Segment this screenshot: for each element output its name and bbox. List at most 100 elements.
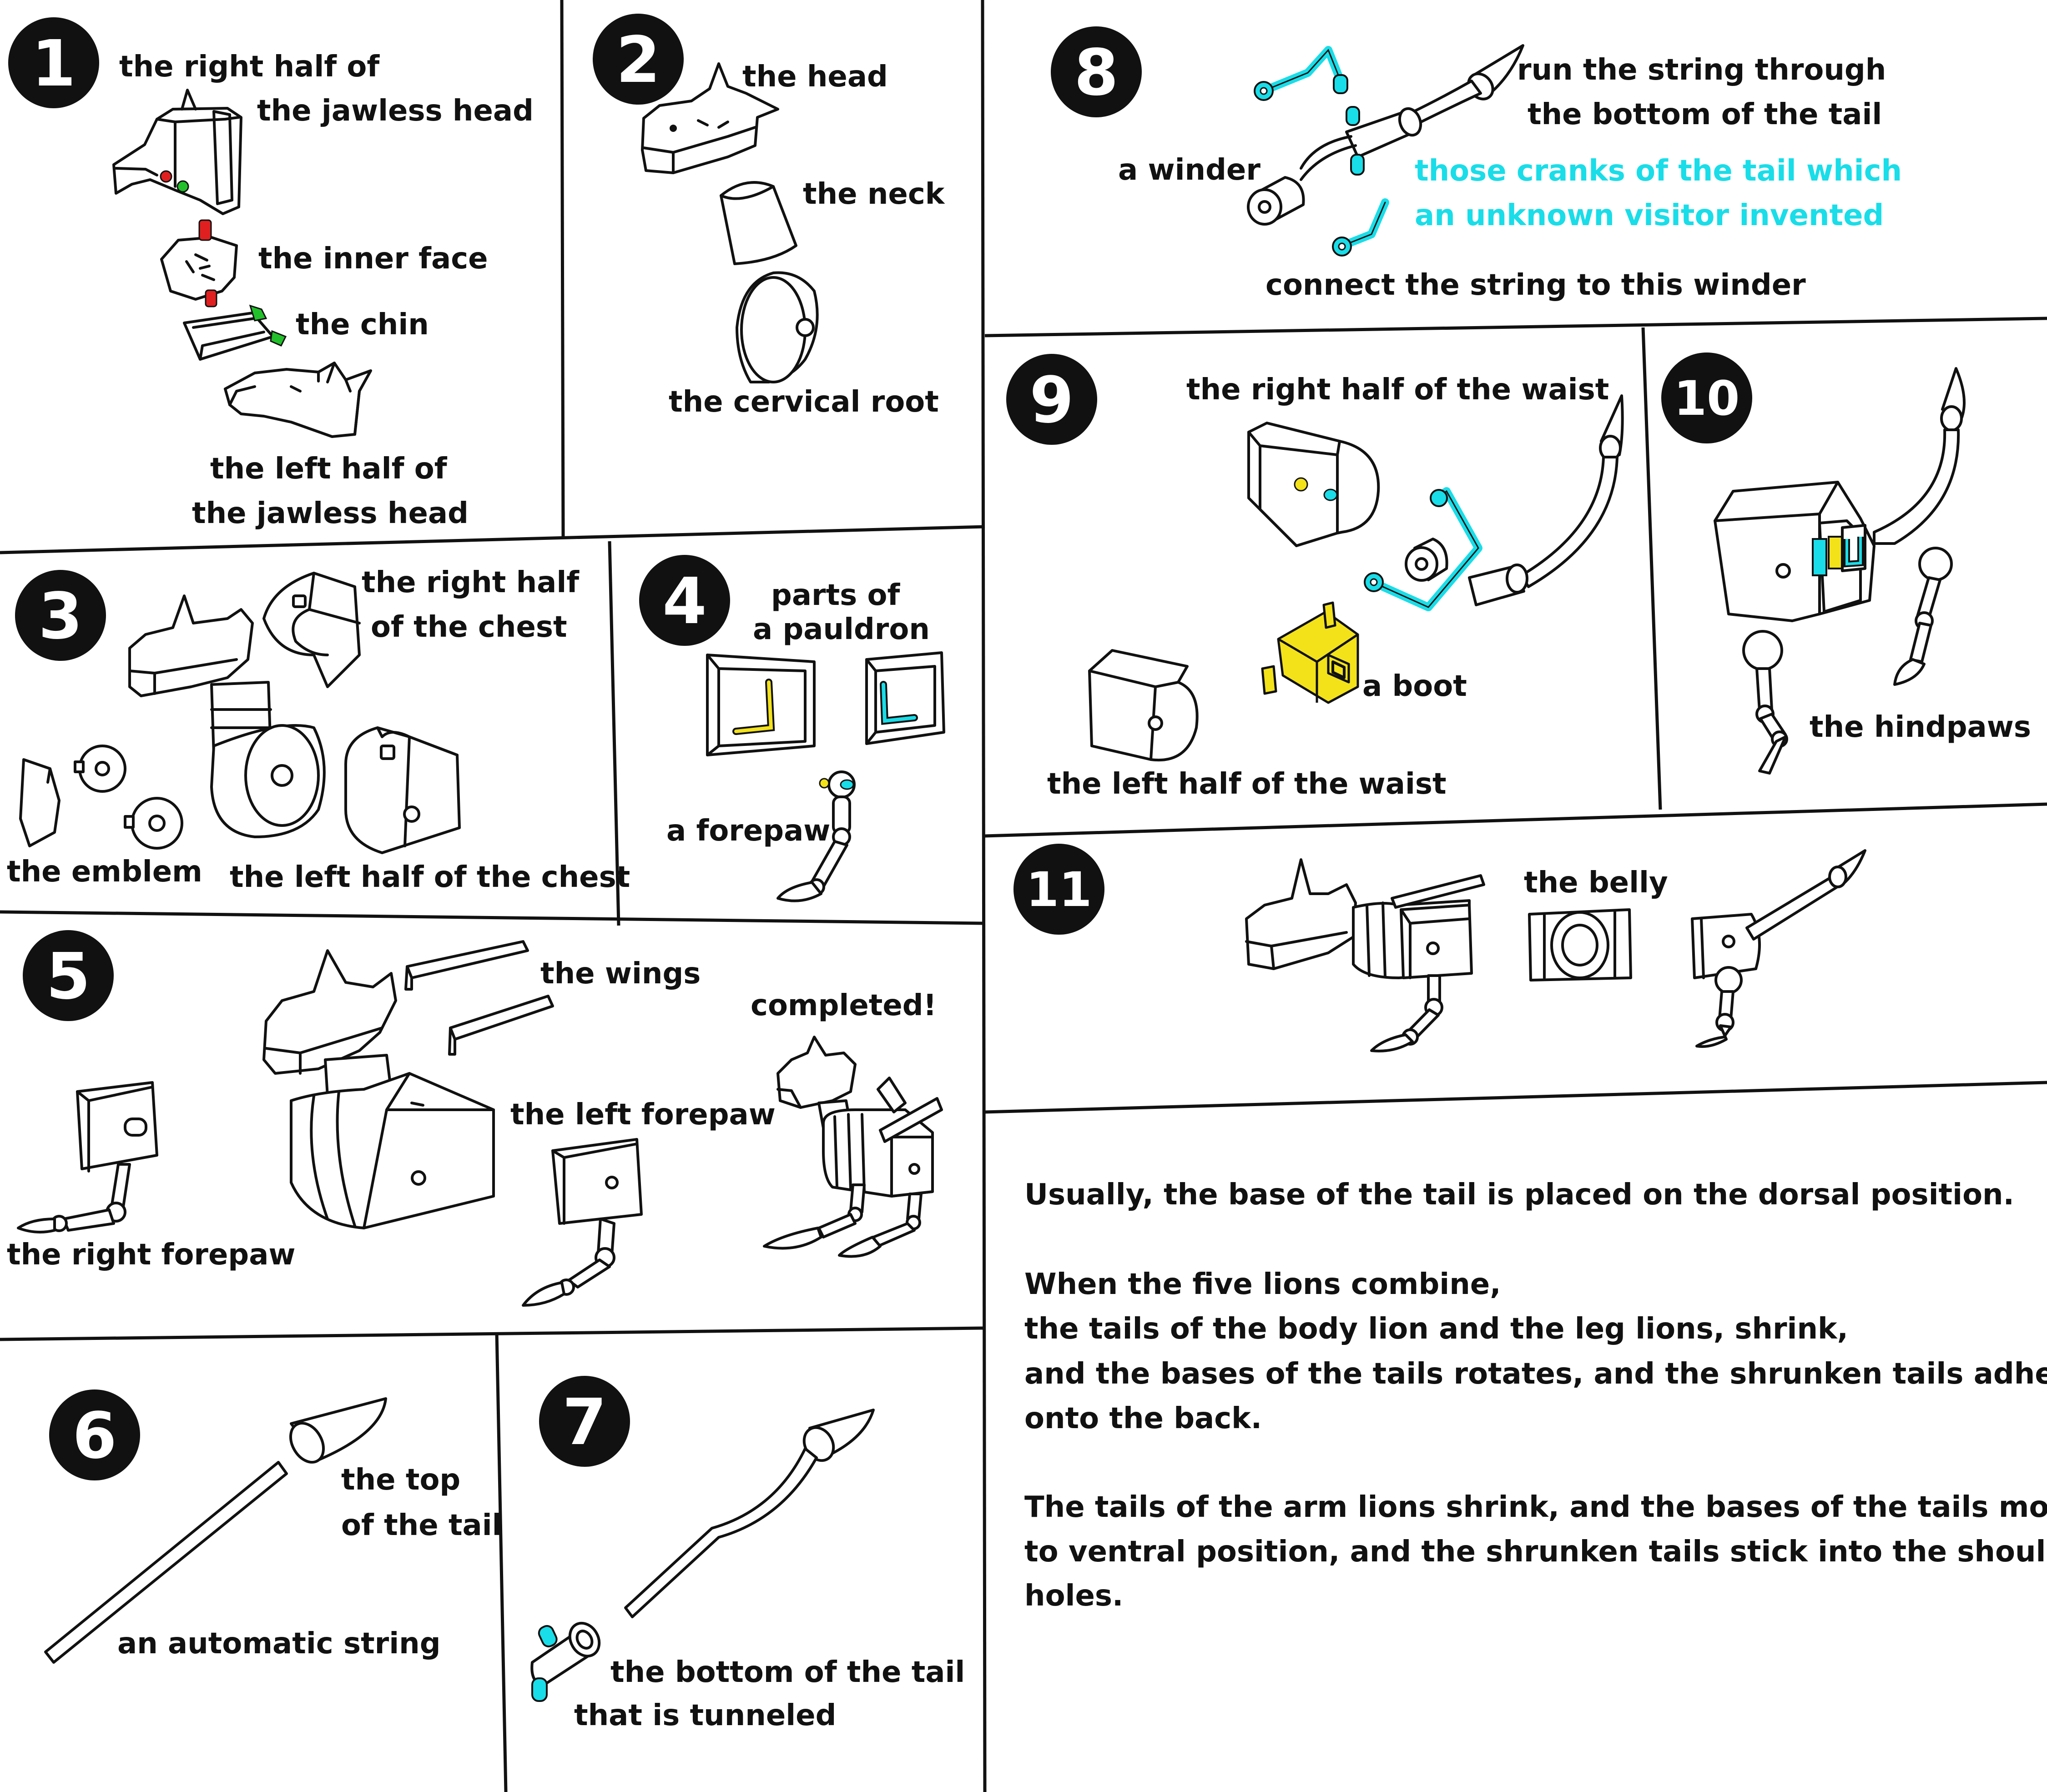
head: [641, 62, 779, 174]
label-tail-top-1: the top: [341, 1463, 460, 1497]
label-completed: completed!: [751, 989, 937, 1022]
label-right-chest-1: the right half: [362, 566, 580, 599]
step-9-panel: 9 the right half of the waist: [1006, 354, 1624, 801]
wing-upper: [404, 940, 529, 991]
small-disc-1: [74, 745, 126, 793]
right-half-waist: [1247, 422, 1380, 547]
rear-lion-11: [1691, 849, 1866, 1048]
completed-lion: [763, 1036, 943, 1258]
label-boot: a boot: [1362, 669, 1467, 703]
forepaw: [776, 770, 856, 902]
label-right-half-head-2: the jawless head: [257, 94, 534, 128]
step-6-badge: 6: [49, 1389, 140, 1480]
svg-text:5: 5: [46, 940, 90, 1014]
label-pauldron-1: parts of: [771, 579, 901, 612]
tail-9: [1520, 394, 1624, 588]
label-left-chest: the left half of the chest: [230, 861, 630, 894]
svg-text:10: 10: [1674, 371, 1740, 426]
step-3-panel: 3 the right half of the chest: [7, 566, 630, 894]
tail-10: [1873, 367, 1966, 545]
step-9-badge: 9: [1006, 354, 1097, 445]
label-right-forepaw: the right forepaw: [7, 1238, 296, 1272]
step-2-panel: 2 the head the neck the cervical root: [593, 14, 945, 419]
tail-base-8: [1300, 107, 1422, 181]
label-cranks-1: those cranks of the tail which: [1415, 154, 1902, 188]
step-7-badge: 7: [539, 1376, 630, 1467]
label-tail-top-2: of the tail: [341, 1509, 502, 1542]
label-head: the head: [742, 60, 888, 94]
tail-8: [1408, 44, 1524, 126]
label-belly: the belly: [1524, 866, 1668, 900]
note-line-5: onto the back.: [1024, 1402, 1262, 1435]
right-forepaw: [17, 1081, 158, 1233]
label-neck: the neck: [803, 177, 945, 211]
label-right-chest-2: of the chest: [371, 610, 567, 644]
tunneled-tail-bottom: [530, 1621, 601, 1702]
step-10-badge: 10: [1661, 352, 1752, 443]
right-half-jawless-head: [112, 89, 242, 215]
label-cervical-root: the cervical root: [669, 385, 939, 419]
svg-text:7: 7: [562, 1385, 606, 1460]
label-left-half-head-1: the left half of: [210, 452, 448, 486]
label-automatic-string: an automatic string: [117, 1627, 441, 1661]
chin: [183, 304, 287, 361]
tail-base-9: [1468, 564, 1528, 606]
label-tunneled-2: that is tunneled: [574, 1699, 836, 1732]
note-line-6: The tails of the arm lions shrink, and t…: [1024, 1490, 2047, 1524]
winder: [1247, 176, 1305, 226]
step-8-badge: 8: [1051, 26, 1142, 117]
svg-text:3: 3: [38, 579, 82, 654]
cervical-root: [736, 271, 819, 383]
cranks-9: [1364, 487, 1482, 611]
svg-text:6: 6: [72, 1399, 116, 1473]
label-tunneled-1: the bottom of the tail: [610, 1656, 965, 1689]
label-run-string-2: the bottom of the tail: [1528, 98, 1882, 131]
hindpaw-right: [1893, 547, 1953, 686]
step-1-panel: 1 the right half of the jawless head the…: [8, 17, 534, 530]
left-half-chest: [344, 726, 461, 854]
step-11-panel: 11 the belly: [1013, 844, 1866, 1052]
step-4-badge: 4: [639, 555, 730, 646]
hindpaw-left: [1742, 630, 1788, 775]
step-7-panel: 7 the bottom of the tail that is tunnele…: [530, 1376, 965, 1732]
winder-9: [1405, 538, 1448, 582]
left-half-waist: [1088, 649, 1199, 762]
wing-lower: [448, 995, 554, 1056]
boot: [1261, 601, 1359, 704]
note-line-1: Usually, the base of the tail is placed …: [1024, 1178, 2014, 1212]
svg-text:1: 1: [31, 27, 76, 101]
step-6-panel: 6 the top of the tail an automatic strin…: [44, 1389, 502, 1664]
neck: [720, 181, 797, 265]
svg-text:4: 4: [662, 564, 706, 639]
label-run-string-1: run the string through: [1517, 53, 1886, 87]
emblem: [19, 758, 61, 847]
label-chin: the chin: [296, 308, 429, 342]
label-left-half-head-2: the jawless head: [192, 497, 469, 530]
label-right-waist: the right half of the waist: [1186, 373, 1609, 407]
note-line-2: When the five lions combine,: [1024, 1268, 1501, 1301]
left-half-jawless-head: [224, 362, 372, 438]
note-line-7: to ventral position, and the shrunken ta…: [1024, 1535, 2047, 1569]
svg-text:11: 11: [1026, 862, 1092, 917]
notes-block: Usually, the base of the tail is placed …: [1024, 1178, 2047, 1613]
small-disc-2: [124, 797, 183, 850]
svg-text:8: 8: [1074, 36, 1118, 110]
note-line-3: the tails of the body lion and the leg l…: [1024, 1312, 1848, 1346]
front-lion-11: [1245, 858, 1485, 1052]
right-half-chest: [262, 572, 361, 688]
label-forepaw: a forepaw: [666, 814, 830, 848]
note-line-8: holes.: [1024, 1579, 1123, 1613]
tail-7: [624, 1409, 875, 1618]
step-4-panel: 4 parts of a pauldron a forepaw: [639, 555, 945, 902]
label-pauldron-2: a pauldron: [753, 613, 930, 646]
label-inner-face: the inner face: [258, 242, 488, 276]
label-hindpaws: the hindpaws: [1810, 710, 2031, 744]
note-line-4: and the bases of the tails rotates, and …: [1024, 1357, 2047, 1391]
crank-lower: [1332, 154, 1389, 257]
pauldron-part-right: [865, 651, 945, 745]
step-11-badge: 11: [1013, 844, 1104, 935]
label-winder: a winder: [1118, 153, 1260, 187]
